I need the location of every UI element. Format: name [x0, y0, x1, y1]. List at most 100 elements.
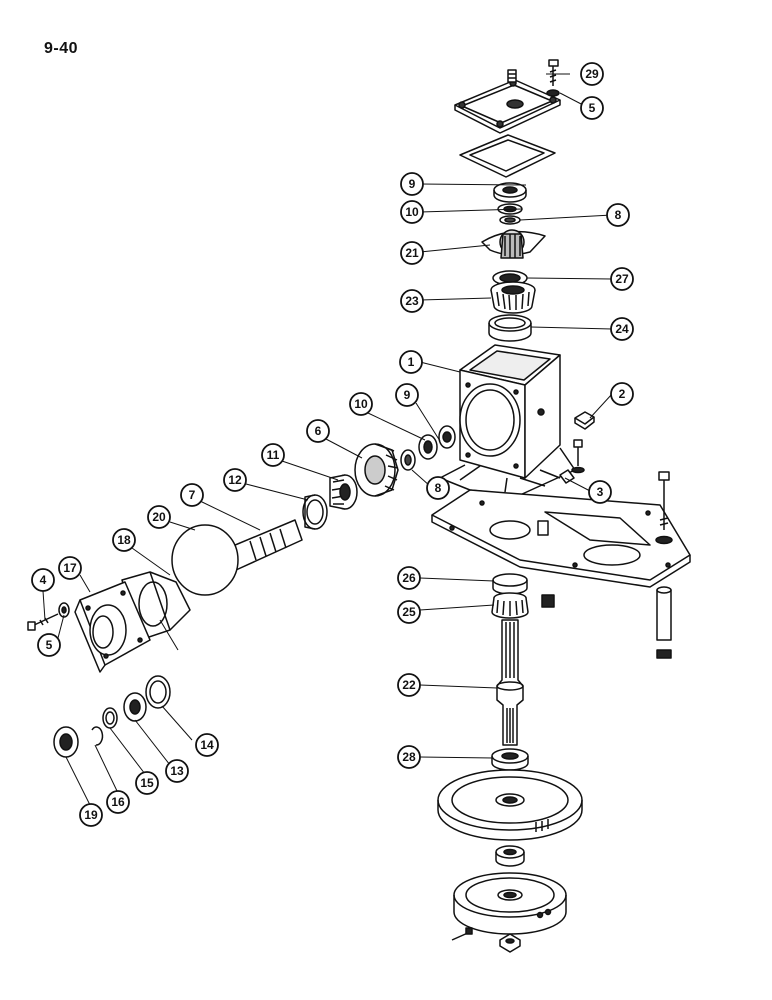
callout-25: 25 — [397, 600, 421, 624]
callout-label: 26 — [402, 571, 416, 585]
o-ring-18 — [171, 524, 239, 596]
drain-plug-2 — [574, 411, 595, 430]
bearing-9-side — [438, 425, 456, 449]
bevel-gear-21 — [481, 229, 546, 259]
callout-22: 22 — [397, 673, 421, 697]
callout-circle — [588, 480, 612, 504]
callout-circle — [37, 633, 61, 657]
callout-label: 12 — [228, 473, 242, 487]
callout-circle — [79, 803, 103, 827]
lower-pulley — [453, 872, 567, 935]
callout-23: 23 — [400, 289, 424, 313]
shim-8-side — [400, 449, 416, 471]
callout-circle — [400, 241, 424, 265]
bearing-cover-17 — [74, 581, 151, 673]
top-gasket — [459, 134, 556, 178]
bearing-cone-10-side — [418, 434, 438, 460]
callout-circle — [106, 790, 130, 814]
bearing-cup-14 — [145, 675, 171, 709]
hub-collar — [495, 845, 525, 867]
callout-10: 10 — [400, 200, 424, 224]
callout-label: 7 — [189, 488, 196, 502]
callout-label: 9 — [404, 388, 411, 402]
callout-21: 21 — [400, 241, 424, 265]
leader-lines — [42, 73, 613, 806]
callout-circle — [395, 383, 419, 407]
seal-19 — [53, 726, 79, 758]
callout-7: 7 — [180, 483, 204, 507]
callout-28: 28 — [397, 745, 421, 769]
callout-circle — [223, 468, 247, 492]
callout-circle — [397, 673, 421, 697]
pulley-bolt — [451, 927, 521, 953]
seal-28 — [491, 748, 529, 771]
long-bolt — [655, 471, 673, 659]
callout-2: 2 — [610, 382, 634, 406]
snap-ring-16 — [91, 726, 104, 746]
callout-circle — [580, 96, 604, 120]
callout-label: 8 — [615, 208, 622, 222]
bearing-cup-24 — [488, 314, 532, 342]
callout-circle — [610, 267, 634, 291]
output-shaft-22 — [496, 619, 524, 746]
callout-circle — [400, 200, 424, 224]
callout-circle — [58, 556, 82, 580]
callout-label: 4 — [40, 573, 47, 587]
callout-circle — [399, 350, 423, 374]
callout-label: 1 — [408, 355, 415, 369]
callout-8: 8 — [606, 203, 630, 227]
callout-label: 10 — [354, 397, 368, 411]
callout-label: 23 — [405, 294, 419, 308]
tapered-bearing-11 — [329, 474, 358, 510]
callout-label: 6 — [315, 424, 322, 438]
upper-pulley — [437, 769, 583, 841]
callout-label: 15 — [140, 776, 154, 790]
callout-16: 16 — [106, 790, 130, 814]
callout-27: 27 — [610, 267, 634, 291]
callout-label: 14 — [200, 738, 214, 752]
callout-8: 8 — [426, 476, 450, 500]
callout-4: 4 — [31, 568, 55, 592]
callout-20: 20 — [147, 505, 171, 529]
callout-label: 9 — [409, 177, 416, 191]
callout-label: 25 — [402, 605, 416, 619]
callout-14: 14 — [195, 733, 219, 757]
housing-bolt — [559, 439, 585, 484]
top-cover-plate — [454, 79, 561, 134]
callout-circle — [580, 62, 604, 86]
callout-circle — [397, 745, 421, 769]
callout-15: 15 — [135, 771, 159, 795]
callout-circle — [180, 483, 204, 507]
callout-13: 13 — [165, 759, 189, 783]
tapered-bearing-13 — [123, 692, 147, 722]
callout-circle — [397, 566, 421, 590]
callout-circle — [426, 476, 450, 500]
cover-bolt-4 — [27, 602, 70, 631]
callout-10: 10 — [349, 392, 373, 416]
callout-circle — [195, 733, 219, 757]
callout-label: 13 — [170, 764, 184, 778]
bearing-cup-26 — [492, 573, 528, 595]
callout-circle — [606, 203, 630, 227]
callout-9: 9 — [395, 383, 419, 407]
callout-label: 17 — [63, 561, 77, 575]
callout-label: 18 — [117, 533, 131, 547]
callout-12: 12 — [223, 468, 247, 492]
callout-circle — [400, 172, 424, 196]
mounting-plate — [431, 489, 691, 588]
callout-label: 24 — [615, 322, 629, 336]
callout-circle — [610, 382, 634, 406]
callout-29: 29 — [580, 62, 604, 86]
callout-circle — [400, 289, 424, 313]
page-number: 9-40 — [44, 40, 79, 57]
callout-9: 9 — [400, 172, 424, 196]
cover-bolt — [546, 59, 560, 97]
callout-circle — [397, 600, 421, 624]
callout-circle — [610, 317, 634, 341]
callout-circle — [165, 759, 189, 783]
callout-26: 26 — [397, 566, 421, 590]
spacer-bushing — [541, 594, 555, 608]
callout-label: 22 — [402, 678, 416, 692]
bevel-pinion-6 — [354, 443, 399, 497]
